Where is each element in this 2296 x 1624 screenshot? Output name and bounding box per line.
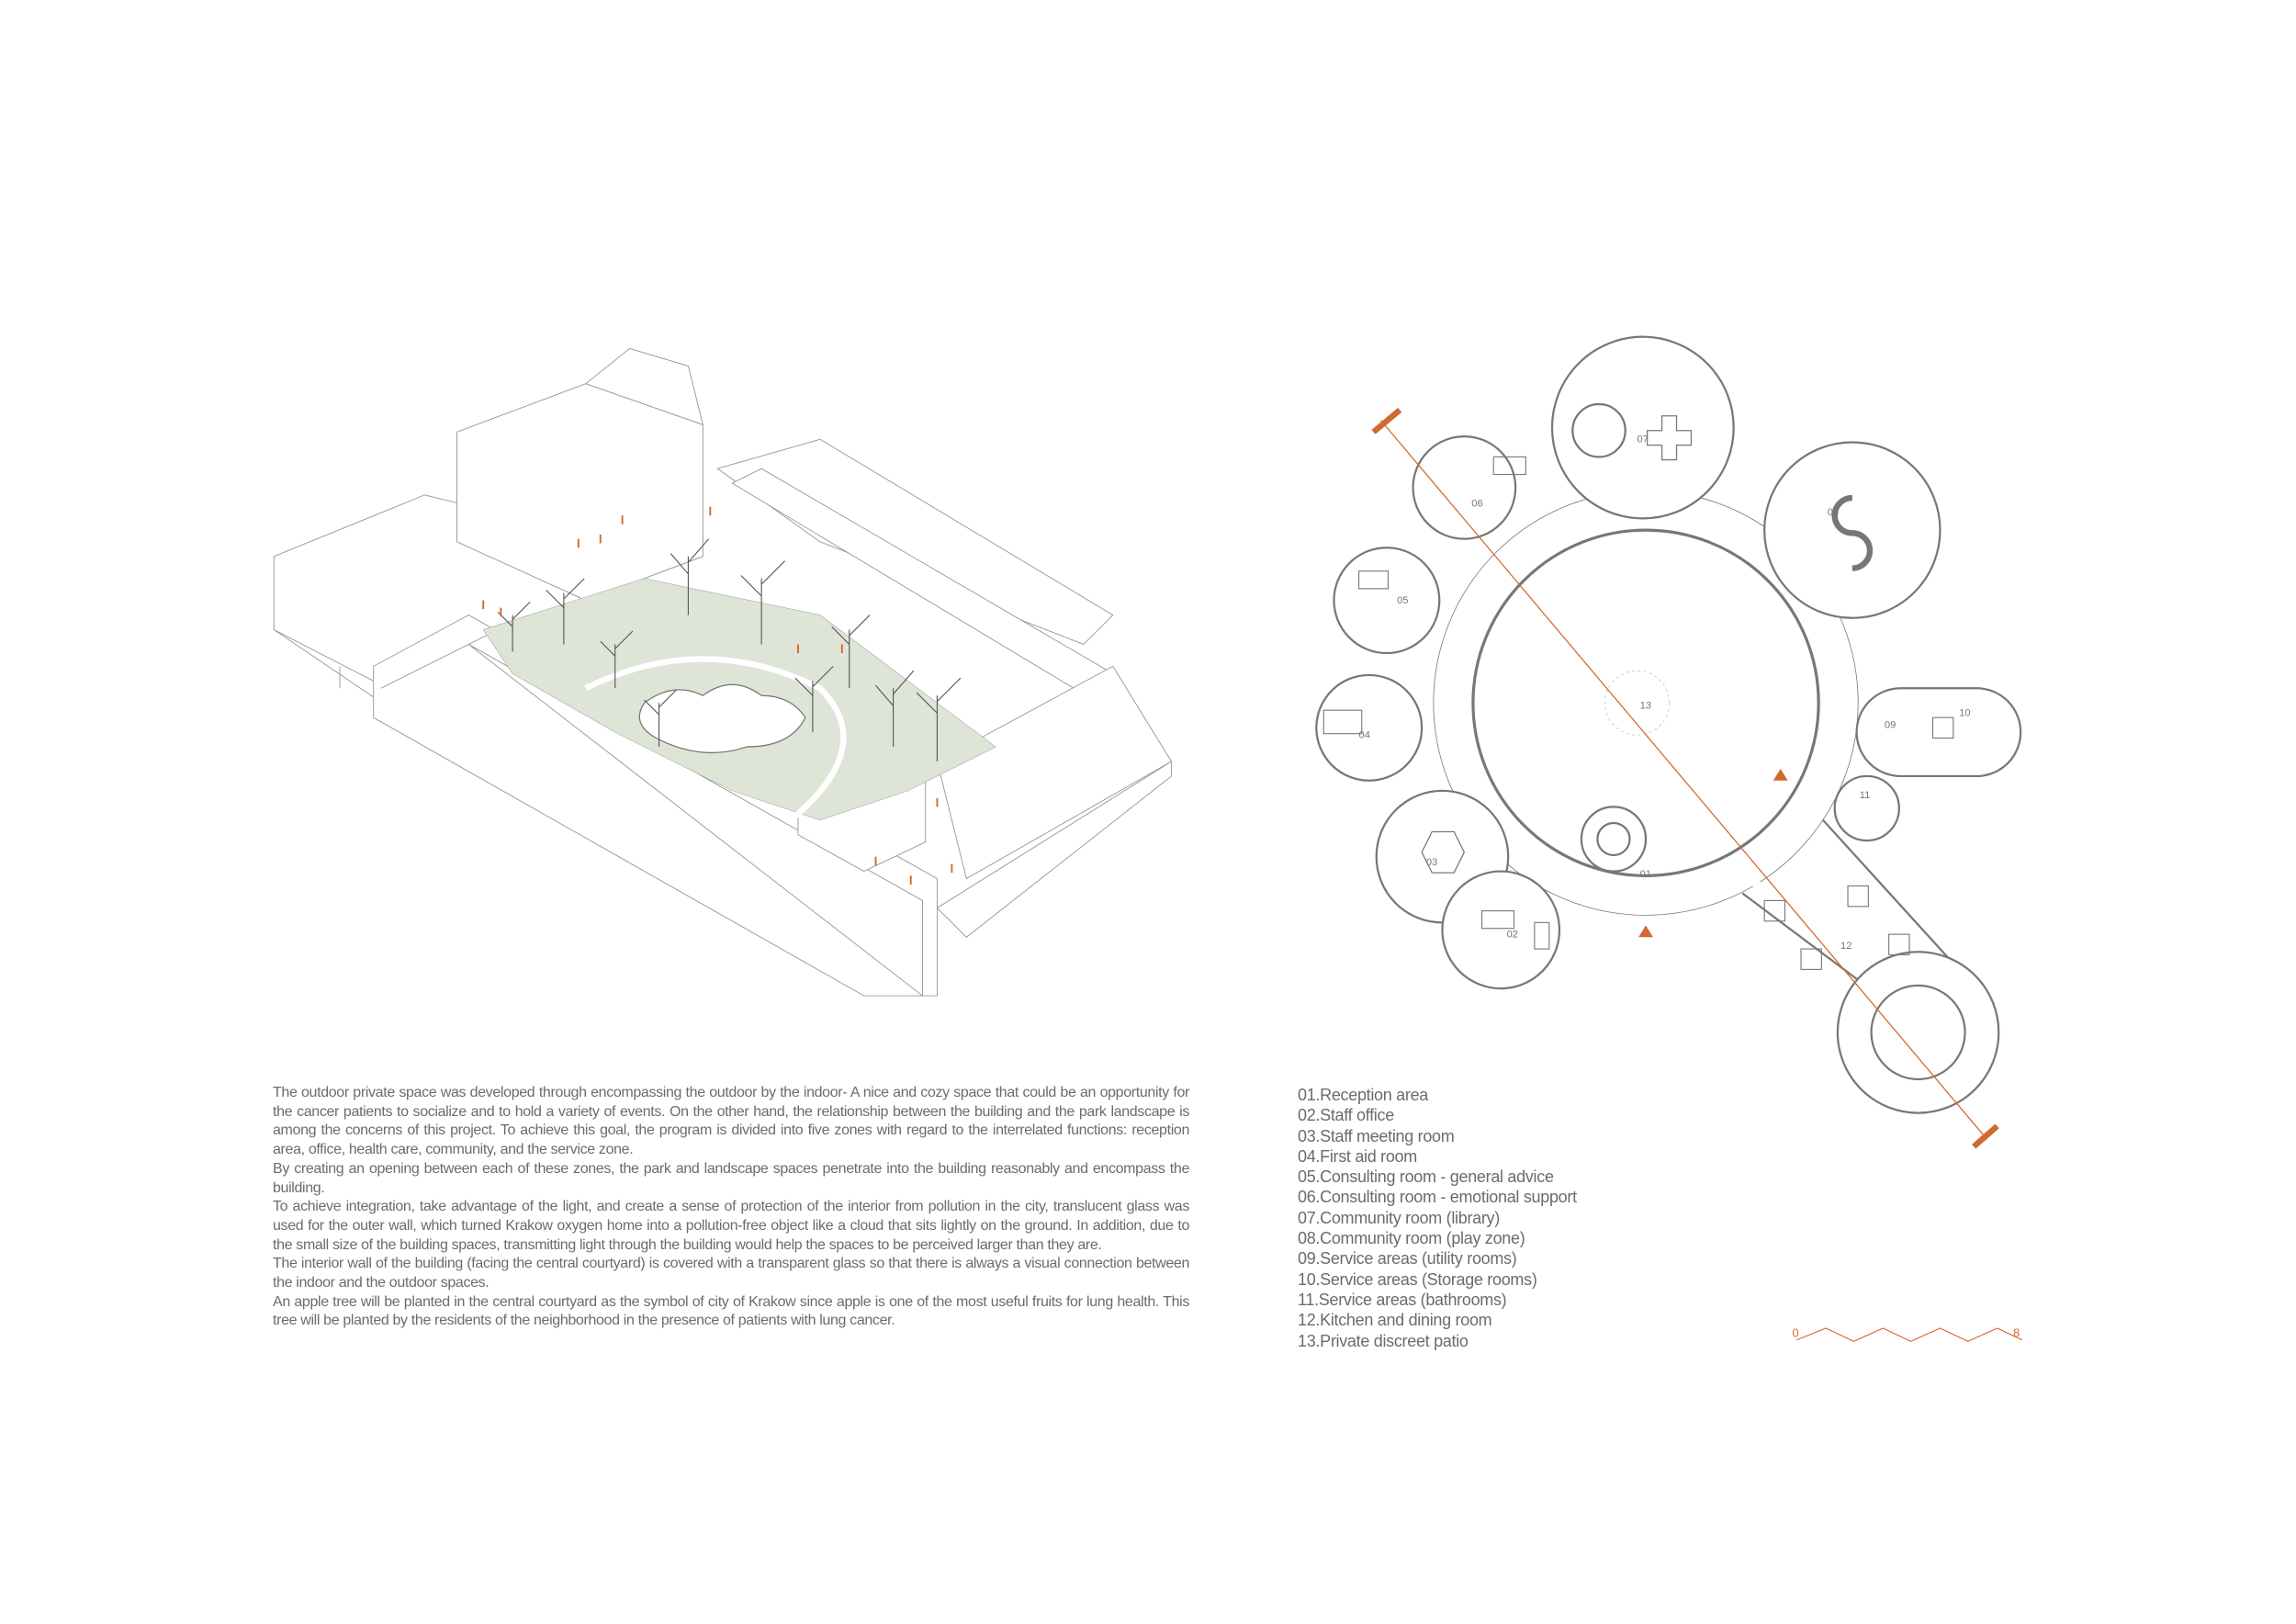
room-label-10: 10 (1959, 708, 1970, 719)
room-label-07: 07 (1637, 434, 1648, 445)
room-label-06: 06 (1471, 499, 1482, 510)
legend-item: 08.Community room (play zone) (1298, 1229, 1525, 1248)
scale-end: 8 (2013, 1326, 2020, 1340)
courtyard-park (482, 506, 996, 885)
legend-item: 10.Service areas (Storage rooms) (1298, 1269, 1537, 1289)
room-label-04: 04 (1359, 729, 1370, 740)
room-label-08: 08 (1828, 507, 1839, 518)
legend-item: 03.Staff meeting room (1298, 1126, 1455, 1145)
room-label-11: 11 (1860, 790, 1871, 801)
section-line (1371, 407, 1999, 1149)
plan-room-labels: 01 02 03 04 05 06 07 08 09 10 11 12 13 (1359, 434, 1971, 952)
room-label-02: 02 (1507, 929, 1518, 940)
scale-start: 0 (1792, 1326, 1798, 1340)
room-label-13: 13 (1640, 701, 1651, 712)
project-description: The outdoor private space was developed … (273, 1084, 1189, 1331)
room-label-03: 03 (1426, 857, 1437, 868)
room-label-05: 05 (1397, 595, 1408, 606)
description-paragraph: By creating an opening between each of t… (273, 1160, 1189, 1196)
description-paragraph: An apple tree will be planted in the cen… (273, 1293, 1189, 1329)
legend-item: 11.Service areas (bathrooms) (1298, 1290, 1507, 1309)
room-legend: 01.Reception area 02.Staff office 03.Sta… (1298, 1085, 1577, 1351)
room-label-12: 12 (1840, 941, 1851, 952)
legend-item: 09.Service areas (utility rooms) (1298, 1249, 1517, 1269)
room-label-09: 09 (1885, 719, 1896, 730)
description-paragraph: The interior wall of the building (facin… (273, 1256, 1189, 1291)
scale-bar: 0 8 (1792, 1326, 2022, 1342)
floor-plan (1315, 335, 2022, 1114)
legend-item: 06.Consulting room - emotional support (1298, 1188, 1577, 1207)
description-paragraph: To achieve integration, take advantage o… (273, 1199, 1189, 1253)
legend-item: 05.Consulting room - general advice (1298, 1167, 1554, 1187)
legend-item: 02.Staff office (1298, 1106, 1394, 1125)
legend-item: 01.Reception area (1298, 1086, 1429, 1104)
legend-item: 12.Kitchen and dining room (1298, 1311, 1492, 1330)
legend-item: 07.Community room (library) (1298, 1208, 1500, 1227)
legend-item: 04.First aid room (1298, 1146, 1417, 1166)
legend-item: 13.Private discreet patio (1298, 1331, 1469, 1350)
description-paragraph: The outdoor private space was developed … (273, 1085, 1189, 1158)
room-label-01: 01 (1640, 869, 1651, 880)
